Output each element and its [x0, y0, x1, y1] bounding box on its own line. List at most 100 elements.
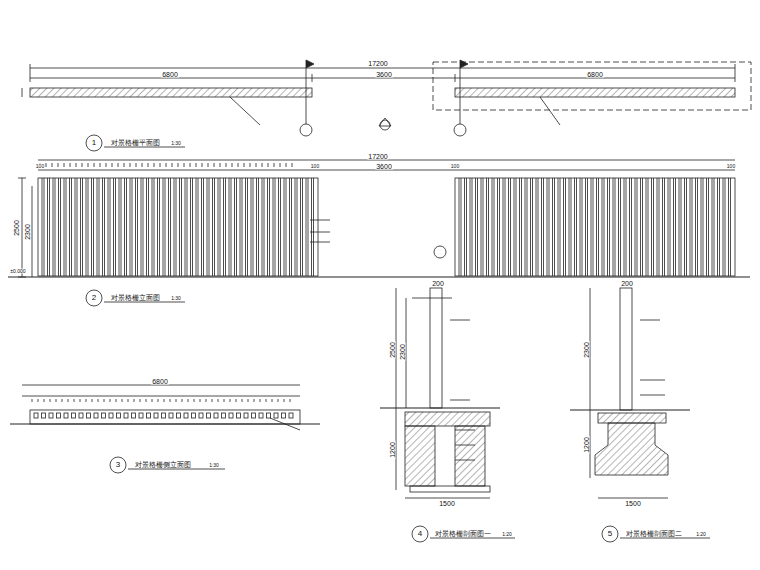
grille-slat [576, 178, 577, 276]
grille-slat [280, 178, 281, 276]
dimension: 1200 [583, 436, 590, 454]
grille-slat [679, 178, 680, 276]
grille-slat [203, 178, 204, 276]
grille-slat [42, 178, 43, 276]
grille-slat [232, 163, 233, 167]
grille-slat [514, 178, 515, 276]
grille-slat [68, 399, 69, 402]
dimension: 6800 [586, 71, 604, 78]
grille-slat [708, 178, 709, 276]
grille-slat [253, 178, 254, 276]
grille-slat [554, 178, 555, 276]
grille-slat [201, 178, 202, 276]
slat-section [184, 413, 188, 418]
grille-slat [488, 178, 489, 276]
grille-slat [158, 399, 159, 402]
grille-slat [192, 178, 193, 276]
callout-number: 1 [91, 139, 97, 147]
dimension: 200 [620, 280, 634, 287]
grille-slat [286, 163, 287, 167]
slat-section [162, 413, 166, 418]
dimension: 100 [35, 164, 45, 169]
grille-slat [226, 163, 227, 167]
grille-slat [148, 163, 149, 167]
grille-slat [591, 178, 592, 276]
grille-slat [115, 178, 116, 276]
grille-slat [119, 178, 120, 276]
slat-section [207, 413, 211, 418]
grille-slat [662, 178, 663, 276]
grille-slat [494, 178, 495, 276]
dimension: 2300 [24, 223, 31, 241]
grille-slat [250, 163, 251, 167]
grille-slat [258, 178, 259, 276]
grille-slat [176, 178, 177, 276]
dimension: 1500 [438, 500, 456, 507]
grille-slat [552, 178, 553, 276]
slat-section [117, 413, 121, 418]
drawing-title: 对景格栅剖面图一 [434, 530, 492, 537]
grille-slat [646, 178, 647, 276]
elevation-mark: ±0.000 [9, 269, 26, 274]
grille-slat [242, 399, 243, 402]
grille-slat [160, 163, 161, 167]
grille-slat [274, 163, 275, 167]
callout-number: 4 [417, 530, 423, 538]
grille-slat [604, 178, 605, 276]
grille-slat [582, 178, 583, 276]
grille-slat [499, 178, 500, 276]
grille-slat [225, 178, 226, 276]
grille-slat [626, 178, 627, 276]
grille-slat [118, 163, 119, 167]
grille-slat [637, 178, 638, 276]
grille-slat [80, 399, 81, 402]
grille-slat [176, 399, 177, 402]
grille-slat [137, 178, 138, 276]
grille-slat [62, 399, 63, 402]
grille-slat [146, 178, 147, 276]
grille-slat [220, 163, 221, 167]
grille-slat [142, 163, 143, 167]
grille-slat [549, 178, 550, 276]
grille-slat [214, 178, 215, 276]
callout-number: 3 [115, 461, 121, 469]
scale: 1:20 [695, 532, 707, 537]
grille-slat [244, 163, 245, 167]
grille-slat [148, 178, 149, 276]
drawing-title: 对景格栅剖面图二 [625, 530, 683, 537]
grille-slat [615, 178, 616, 276]
grille-slat [130, 178, 131, 276]
grille-slat [214, 163, 215, 167]
grille-slat [563, 178, 564, 276]
grille-slat [569, 178, 570, 276]
grille-slat [538, 178, 539, 276]
grille-slat [530, 178, 531, 276]
grille-slat [104, 178, 105, 276]
grille-slat [188, 399, 189, 402]
slat-section [274, 413, 278, 418]
grille-slat [684, 178, 685, 276]
grille-slat [459, 178, 460, 276]
dimension: 2500 [389, 341, 396, 359]
grille-slat [278, 399, 279, 402]
grille-slat [44, 399, 45, 402]
grille-slat [613, 178, 614, 276]
grille-slat [208, 163, 209, 167]
grille-slat [503, 178, 504, 276]
grille-slat [571, 178, 572, 276]
grille-slat [251, 178, 252, 276]
grille-slat [49, 178, 50, 276]
dimension: 3600 [375, 71, 393, 78]
grille-slat [262, 163, 263, 167]
grille-slat [547, 178, 548, 276]
grille-slat [701, 178, 702, 276]
grille-slat [136, 163, 137, 167]
dimension: 17200 [367, 153, 388, 160]
grille-slat [525, 178, 526, 276]
scale: 1:30 [208, 463, 220, 468]
grille-slat [681, 178, 682, 276]
dimension: 100 [726, 164, 736, 169]
grille-slat [168, 178, 169, 276]
